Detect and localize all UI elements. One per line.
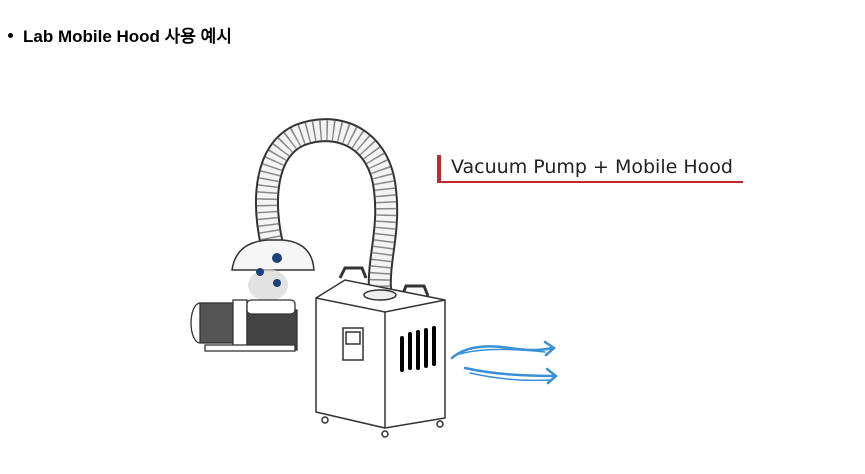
flexible-hose bbox=[255, 118, 399, 302]
airflow-arrows bbox=[450, 340, 558, 385]
particle-icon bbox=[256, 268, 264, 276]
particle-icon bbox=[272, 253, 282, 263]
illustration-caption: Vacuum Pump + Mobile Hood bbox=[437, 155, 743, 183]
caption-text: Vacuum Pump + Mobile Hood bbox=[451, 156, 733, 178]
vacuum-pump bbox=[190, 299, 298, 352]
mobile-hood-cabinet bbox=[315, 266, 446, 438]
section-heading: Lab Mobile Hood 사용 예시 bbox=[8, 22, 232, 47]
bullet-icon bbox=[8, 33, 13, 38]
hood-dome bbox=[231, 239, 315, 301]
particle-icon bbox=[273, 279, 281, 287]
heading-text: Lab Mobile Hood 사용 예시 bbox=[23, 27, 232, 46]
